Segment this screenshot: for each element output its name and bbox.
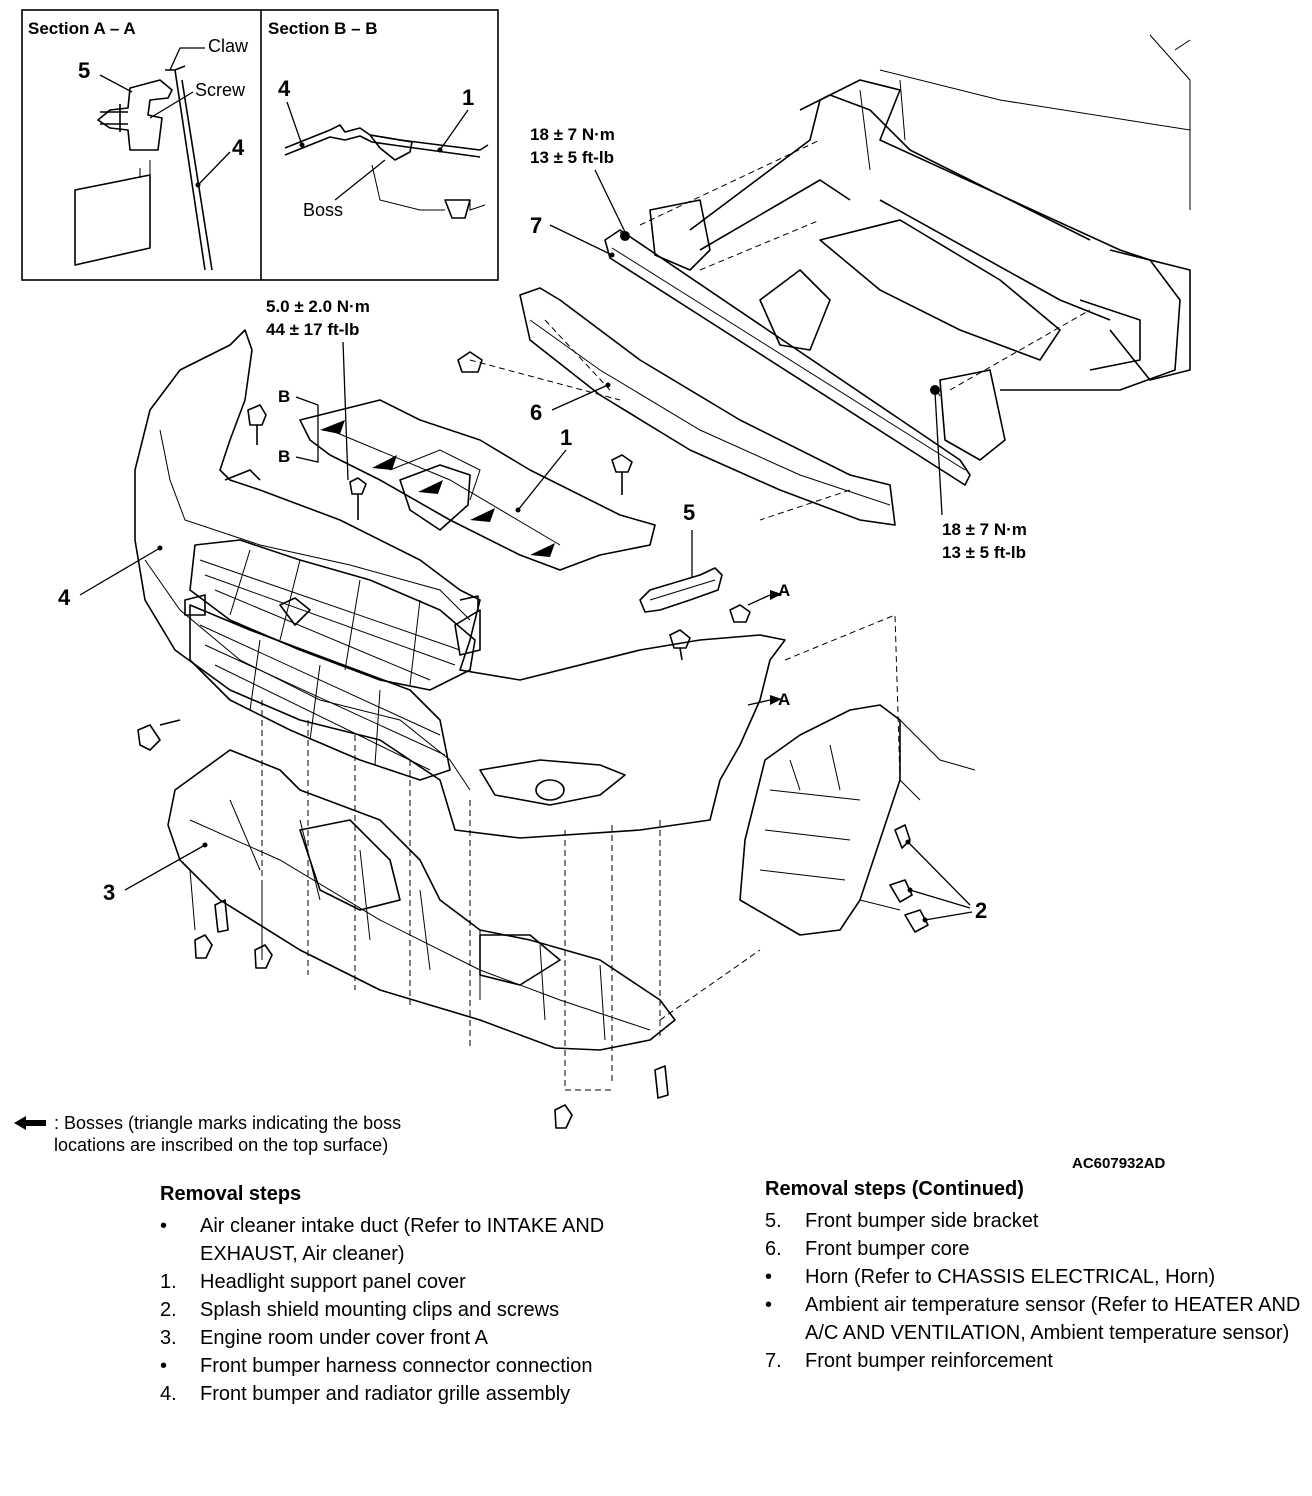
boss-arrow-icon [14, 1116, 46, 1130]
step-marker: • [765, 1266, 773, 1288]
removal-step: 3. Engine room under cover front A [160, 1324, 620, 1352]
bumper-assembly-diagram: Section A – A Claw Screw 5 4 Section B –… [21, 9, 1191, 1172]
section-aa-inset: Section A – A Claw Screw 5 4 [28, 19, 249, 271]
screw-label: Screw [195, 80, 246, 100]
removal-steps-continued: Removal steps (Continued) 5. Front bumper… [765, 1175, 1305, 1375]
step-marker: • [160, 1215, 168, 1237]
step-marker: 7. [765, 1350, 782, 1372]
step-text: Engine room under cover front A [200, 1327, 488, 1349]
removal-step: 1. Headlight support panel cover [160, 1268, 620, 1296]
removal-steps: Removal steps • Air cleaner intake duct (… [160, 1180, 620, 1408]
callout-5: 5 [683, 500, 695, 525]
splash-shield: 2 [659, 614, 987, 1021]
section-aa-title: Section A – A [28, 19, 136, 38]
torque-right-ftlb: 13 ± 5 ft-lb [942, 543, 1026, 562]
torque-right-nm: 18 ± 7 N·m [942, 520, 1027, 539]
step-text: Front bumper reinforcement [805, 1350, 1053, 1372]
section-mark-b-upper: B [278, 387, 290, 406]
torque-specs: 18 ± 7 N·m 13 ± 5 ft-lb 5.0 ± 2.0 N·m 44… [266, 125, 1027, 562]
step-marker: • [160, 1355, 168, 1377]
callout-6: 6 [530, 400, 542, 425]
legend-line-2: locations are inscribed on the top surfa… [54, 1135, 389, 1155]
step-text: Horn (Refer to CHASSIS ELECTRICAL, Horn) [805, 1266, 1216, 1288]
section-mark-a-upper: A [778, 581, 790, 600]
removal-step: 2. Splash shield mounting clips and screw… [160, 1296, 620, 1324]
step-marker: 3. [160, 1327, 177, 1349]
step-text: Ambient air temperature sensor (Refer to… [805, 1294, 1301, 1344]
section-aa-callout-5: 5 [78, 58, 90, 83]
step-marker: 6. [765, 1238, 782, 1260]
removal-step: 7. Front bumper reinforcement [765, 1347, 1305, 1375]
step-marker: 1. [160, 1271, 177, 1293]
torque-top-ftlb: 13 ± 5 ft-lb [530, 148, 614, 167]
removal-step: 4. Front bumper and radiator grille assem… [160, 1380, 620, 1408]
step-text: Headlight support panel cover [200, 1271, 466, 1293]
bumper-core: 6 [457, 287, 896, 526]
callout-7: 7 [530, 213, 542, 238]
removal-step: 5. Front bumper side bracket [765, 1207, 1305, 1235]
callout-4: 4 [58, 585, 71, 610]
callout-2: 2 [975, 898, 987, 923]
headlight-support-panel-cover: B B 1 [247, 387, 656, 571]
step-text: Air cleaner intake duct (Refer to INTAKE… [200, 1215, 605, 1265]
section-mark-a-lower: A [778, 690, 790, 709]
torque-top-nm: 18 ± 7 N·m [530, 125, 615, 144]
step-text: Splash shield mounting clips and screws [200, 1299, 560, 1321]
step-marker: 5. [765, 1210, 782, 1232]
step-text: Front bumper and radiator grille assembl… [200, 1383, 571, 1405]
claw-label: Claw [208, 36, 249, 56]
engine-room-under-cover: 3 [103, 700, 676, 1129]
torque-mid-nm: 5.0 ± 2.0 N·m [266, 297, 370, 316]
section-bb-callout-4: 4 [278, 76, 291, 101]
removal-steps-title: Removal steps [160, 1183, 302, 1205]
step-marker: 4. [160, 1383, 177, 1405]
section-inset-frame [21, 9, 499, 281]
removal-step: 6. Front bumper core [765, 1235, 1305, 1263]
step-marker: 2. [160, 1299, 177, 1321]
figure-id: AC607932AD [1072, 1155, 1166, 1172]
section-bb-callout-1: 1 [462, 85, 474, 110]
step-text: Front bumper side bracket [805, 1210, 1039, 1232]
boss-label: Boss [303, 200, 343, 220]
callout-3: 3 [103, 880, 115, 905]
section-bb-title: Section B – B [268, 19, 378, 38]
step-text: Front bumper core [805, 1238, 970, 1260]
removal-step: • Ambient air temperature sensor (Refer t… [765, 1291, 1305, 1347]
step-text: Front bumper harness connector connectio… [200, 1355, 593, 1377]
removal-step: • Horn (Refer to CHASSIS ELECTRICAL, Horn… [765, 1263, 1305, 1291]
legend: : Bosses (triangle marks indicating the … [14, 1112, 494, 1156]
removal-steps-continued-title: Removal steps (Continued) [765, 1178, 1024, 1200]
section-aa-callout-4: 4 [232, 135, 245, 160]
removal-step: • Front bumper harness connector connecti… [160, 1352, 620, 1380]
front-bumper-side-bracket: 5 A A [639, 500, 790, 709]
section-mark-b-lower: B [278, 447, 290, 466]
bumper-reinforcement-and-frame: 7 [530, 34, 1191, 486]
callout-1: 1 [560, 425, 572, 450]
step-marker: • [765, 1294, 773, 1316]
torque-mid-ftlb: 44 ± 17 ft-lb [266, 320, 359, 339]
legend-line-1: : Bosses (triangle marks indicating the … [54, 1113, 402, 1133]
section-bb-inset: Section B – B 4 1 Boss [268, 19, 489, 220]
removal-step: • Air cleaner intake duct (Refer to INTAK… [160, 1212, 620, 1268]
front-bumper-and-grille: 4 [58, 329, 786, 839]
